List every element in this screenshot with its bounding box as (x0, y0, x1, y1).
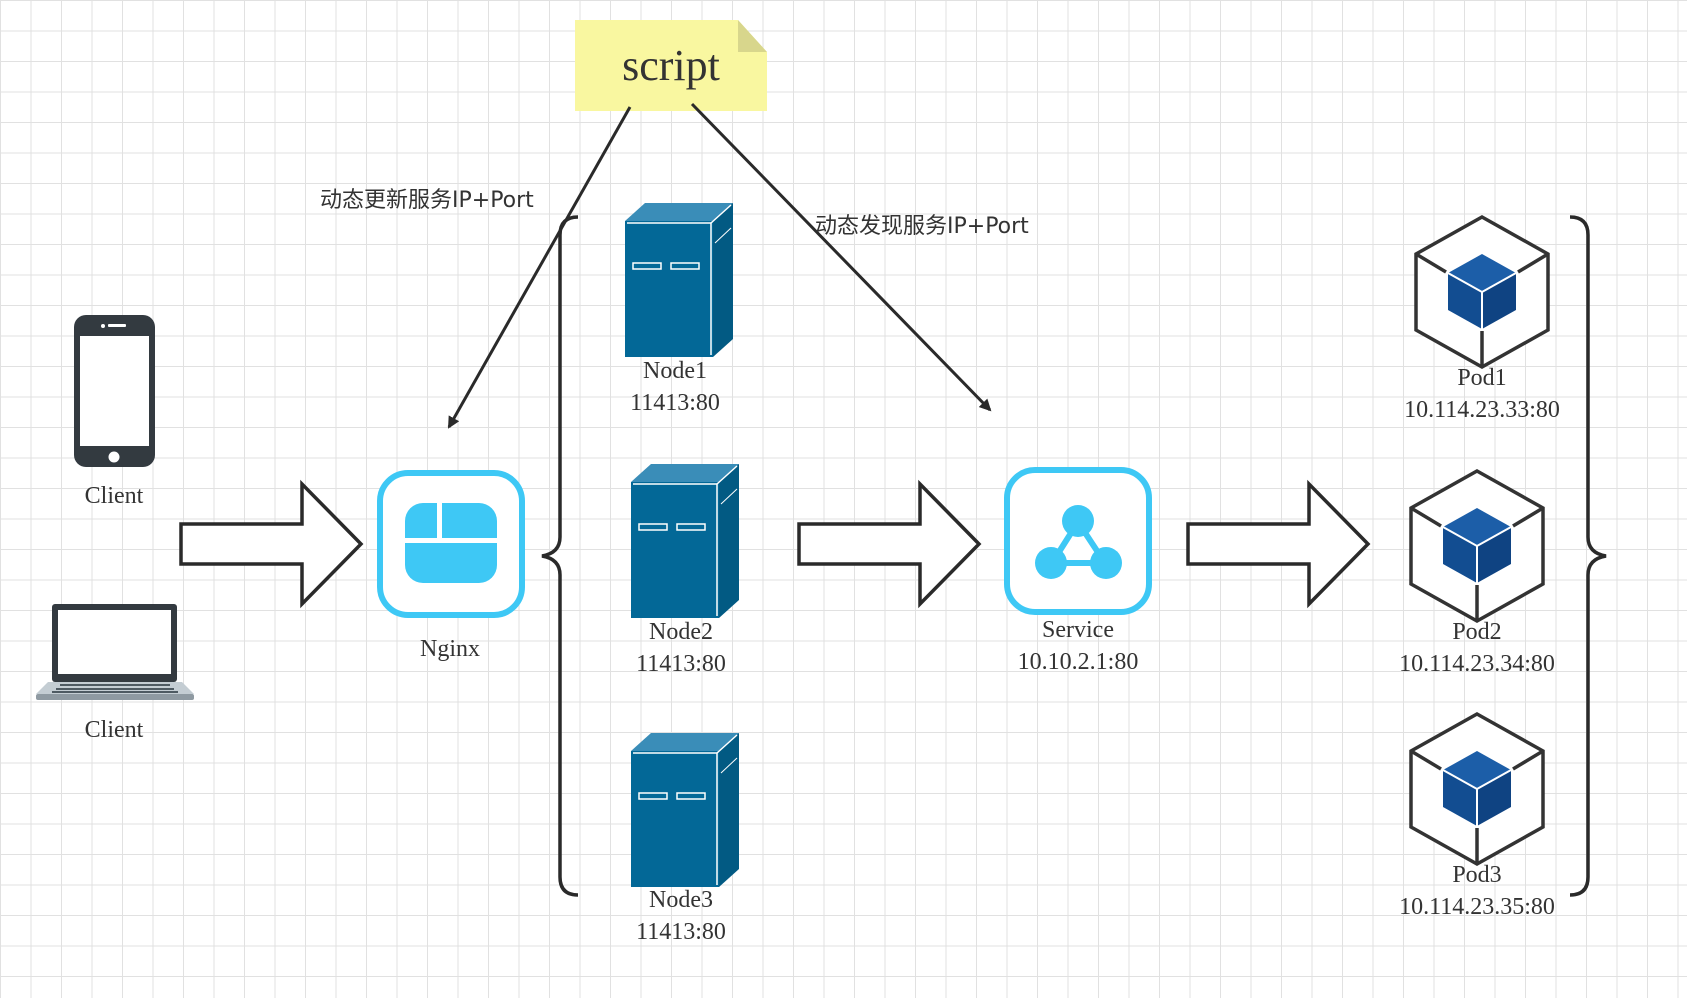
pod-cube-icon[interactable] (1409, 469, 1545, 623)
node1-port: 11413:80 (630, 390, 720, 416)
node2-label: Node2 11413:80 (606, 616, 756, 680)
client-to-nginx-arrow (179, 482, 363, 606)
update-service-label: 动态更新服务IP+Port (320, 188, 534, 213)
node2-port: 11413:80 (636, 651, 726, 677)
client-phone-label: Client (84, 483, 144, 509)
nginx-icon[interactable] (377, 470, 525, 618)
nodes-to-service-arrow (797, 482, 981, 606)
discover-service-arrow (690, 102, 992, 412)
server-icon[interactable] (630, 732, 740, 888)
pod1-label: Pod1 10.114.23.33:80 (1382, 362, 1582, 426)
pod2-name: Pod2 (1452, 619, 1502, 645)
pod2-label: Pod2 10.114.23.34:80 (1377, 616, 1577, 680)
pod3-label: Pod3 10.114.23.35:80 (1377, 859, 1577, 923)
node3-port: 11413:80 (636, 919, 726, 945)
nginx-label: Nginx (420, 636, 480, 662)
pod-cube-icon[interactable] (1414, 215, 1550, 369)
script-note[interactable] (575, 20, 767, 111)
update-service-arrow (447, 106, 632, 429)
nodes-bracket (541, 215, 579, 897)
pods-bracket (1569, 215, 1607, 897)
pod1-addr: 10.114.23.33:80 (1404, 397, 1560, 423)
node1-label: Node1 11413:80 (600, 355, 750, 419)
client-laptop-label: Client (84, 717, 144, 743)
pod3-addr: 10.114.23.35:80 (1399, 894, 1555, 920)
pod1-name: Pod1 (1457, 365, 1507, 391)
node2-name: Node2 (649, 619, 713, 645)
pod3-name: Pod3 (1452, 862, 1502, 888)
service-addr: 10.10.2.1:80 (1017, 649, 1139, 675)
smartphone-icon[interactable] (74, 315, 155, 467)
discover-service-label: 动态发现服务IP+Port (815, 214, 1029, 239)
pod2-addr: 10.114.23.34:80 (1399, 651, 1555, 677)
server-icon[interactable] (630, 463, 740, 619)
service-to-pods-arrow (1186, 482, 1370, 606)
laptop-icon[interactable] (36, 604, 194, 700)
service-name: Service (1042, 617, 1114, 643)
service-icon[interactable] (1004, 467, 1152, 615)
script-note-label: script (622, 41, 720, 90)
service-label: Service 10.10.2.1:80 (988, 614, 1168, 678)
node1-name: Node1 (643, 358, 707, 384)
node3-name: Node3 (649, 887, 713, 913)
server-icon[interactable] (624, 202, 734, 358)
pod-cube-icon[interactable] (1409, 712, 1545, 866)
node3-label: Node3 11413:80 (606, 884, 756, 948)
